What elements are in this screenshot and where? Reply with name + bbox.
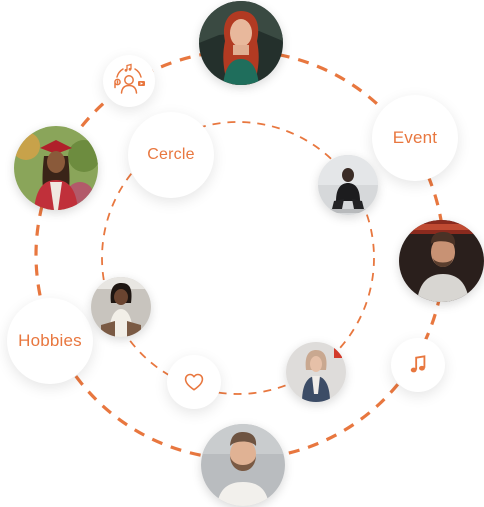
heart-icon <box>183 371 205 393</box>
avatar-woman-sitting[interactable] <box>91 277 151 337</box>
avatar-crouching-man[interactable] <box>318 155 378 215</box>
community-icon <box>109 61 149 101</box>
avatar-woman-denim[interactable] <box>286 342 346 402</box>
community-bubble[interactable] <box>103 55 155 107</box>
music-bubble[interactable] <box>391 338 445 392</box>
avatar-red-hair-woman[interactable] <box>199 1 283 85</box>
cercle-bubble[interactable]: Cercle <box>128 112 214 198</box>
event-bubble[interactable]: Event <box>372 95 458 181</box>
hobbies-bubble[interactable]: Hobbies <box>7 298 93 384</box>
music-note-icon <box>407 354 429 376</box>
event-label: Event <box>392 128 438 147</box>
avatar-bearded-man-right[interactable] <box>399 220 484 302</box>
inner-dashed-ring <box>101 121 375 395</box>
avatar-bearded-man-bottom[interactable] <box>201 424 285 506</box>
avatar-graduate-woman[interactable] <box>14 126 98 210</box>
heart-bubble[interactable] <box>167 355 221 409</box>
cercle-label: Cercle <box>147 146 195 163</box>
hobbies-label: Hobbies <box>18 331 82 350</box>
